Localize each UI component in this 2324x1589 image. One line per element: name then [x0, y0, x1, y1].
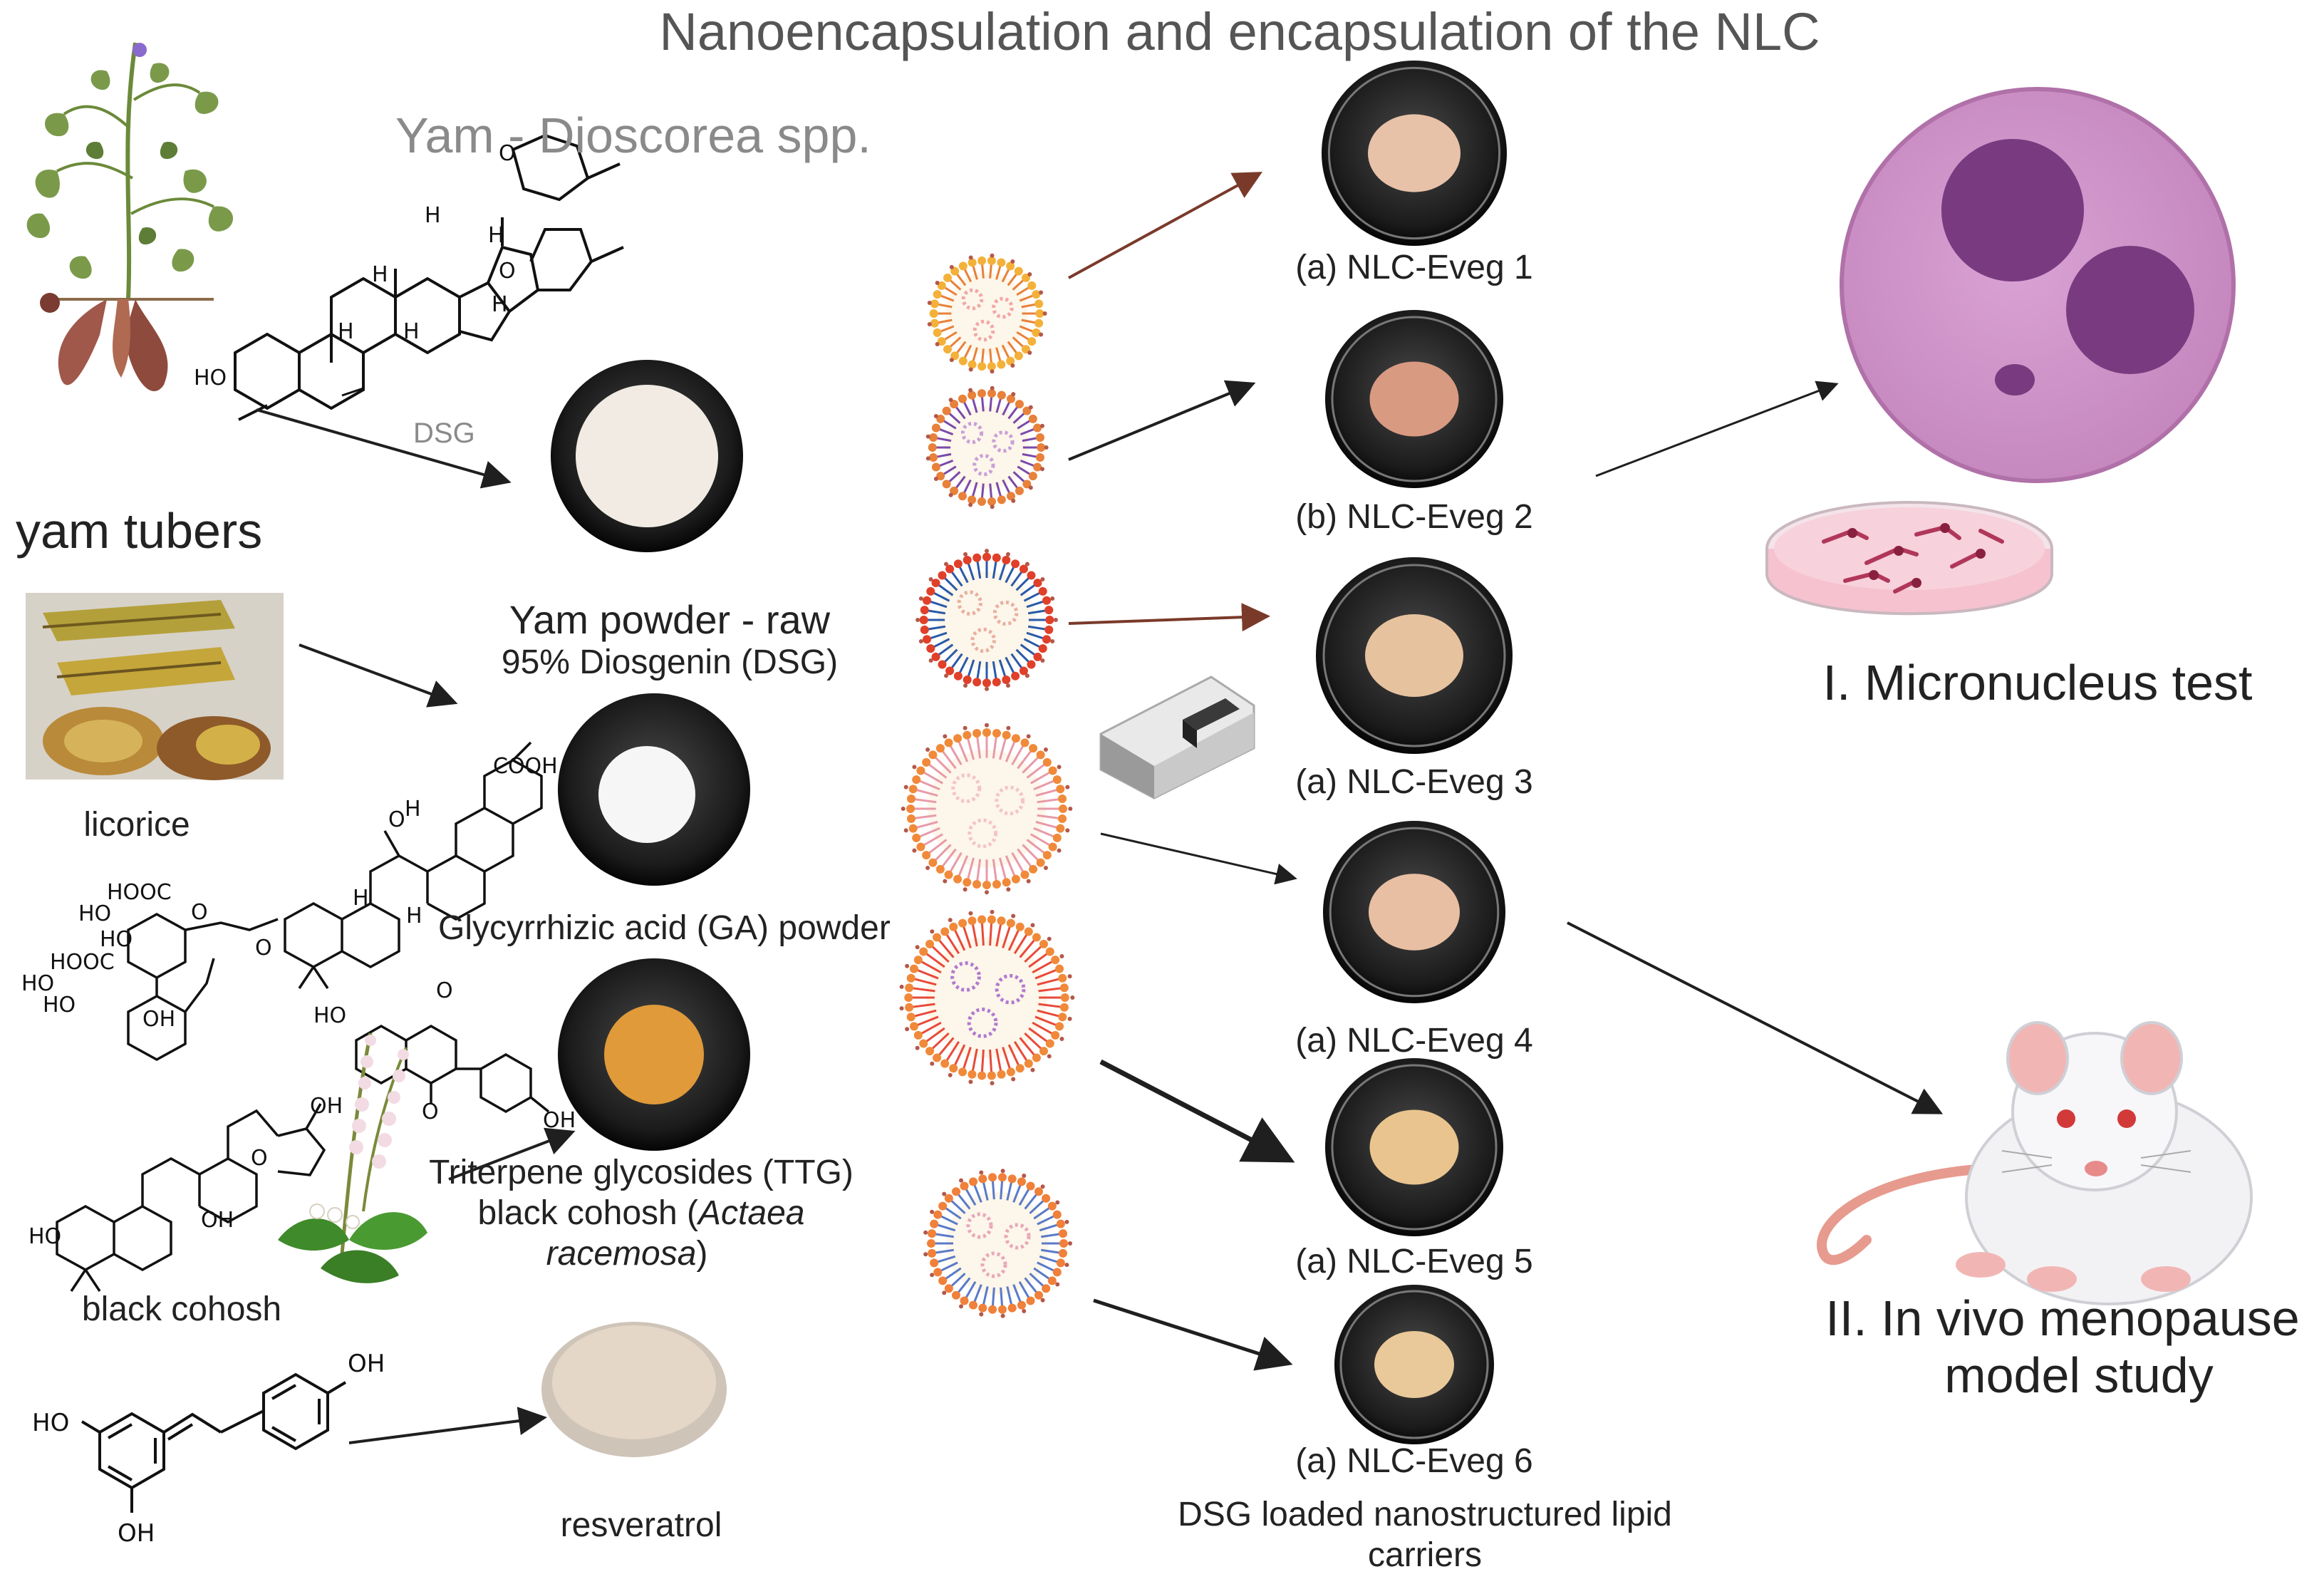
- licorice-label: licorice: [83, 806, 190, 844]
- ttg-powder-dish: [558, 958, 750, 1151]
- in-vivo-label-line2: model study: [1944, 1347, 2214, 1403]
- black-cohosh-label: black cohosh: [81, 1290, 282, 1328]
- formulation-label-1: (a) NLC-Eveg 1: [1295, 249, 1533, 286]
- glycyrrhizic-acid-structure: [127, 741, 543, 1061]
- resveratrol-structure: [81, 1372, 347, 1513]
- black-cohosh-structure: [56, 1103, 326, 1292]
- black-cohosh-plant-illustration: [278, 1032, 427, 1283]
- isoflavone-structure: [355, 1024, 550, 1114]
- yam-tubers-label: yam tubers: [16, 503, 263, 559]
- svg-text:HO: HO: [100, 927, 133, 952]
- svg-text:O: O: [499, 259, 516, 284]
- svg-text:OH: OH: [142, 1007, 175, 1032]
- svg-text:HO: HO: [78, 901, 111, 926]
- nlc-particle-2: [925, 385, 1049, 509]
- svg-text:O: O: [255, 936, 272, 961]
- diosgenin-structure: [234, 217, 624, 421]
- svg-text:O: O: [388, 807, 405, 832]
- svg-text:OH: OH: [310, 1094, 343, 1119]
- formulation-label-2: (b) NLC-Eveg 2: [1295, 498, 1533, 536]
- svg-text:O: O: [436, 978, 453, 1003]
- nlc-particle-1: [927, 253, 1047, 374]
- in-vivo-label-line1: II. In vivo menopause: [1825, 1290, 2300, 1346]
- nlc-particle-5: [899, 909, 1075, 1086]
- nlc-footer-line2: carriers: [1367, 1536, 1483, 1574]
- middle-arrows: [1068, 172, 1297, 1371]
- svg-text:HOOC: HOOC: [50, 950, 115, 975]
- micronucleus-cell: [1840, 87, 2236, 483]
- ttg-source-label-line2: racemosa): [546, 1235, 708, 1273]
- nlc-particle-6: [923, 1169, 1072, 1318]
- micronucleus-test-label: I. Micronucleus test: [1822, 655, 2253, 710]
- resveratrol-label: resveratrol: [560, 1506, 722, 1544]
- svg-text:H: H: [353, 886, 369, 911]
- svg-text:COOH: COOH: [493, 754, 558, 779]
- ttg-label: Triterpene glycosides (TTG): [429, 1154, 854, 1191]
- ga-powder-dish: [558, 693, 750, 886]
- svg-text:O: O: [251, 1146, 268, 1171]
- svg-text:H: H: [403, 319, 420, 344]
- diagram-title: Nanoencapsulation and encapsulation of t…: [659, 2, 1820, 61]
- formulation-label-3: (a) NLC-Eveg 3: [1295, 763, 1533, 801]
- yam-plant-illustration: [26, 42, 233, 392]
- dsg-arrow-label: DSG: [413, 418, 475, 449]
- svg-text:H: H: [406, 904, 422, 928]
- formulation-label-6: (a) NLC-Eveg 6: [1295, 1442, 1533, 1480]
- yam-species-label: Yam - Dioscorea spp.: [395, 108, 871, 163]
- svg-text:OH: OH: [543, 1108, 576, 1133]
- dsg-purity-label: 95% Diosgenin (DSG): [501, 643, 839, 681]
- dsg-powder-dish: [551, 360, 743, 552]
- resveratrol-powder-dish: [541, 1322, 727, 1457]
- petri-dish-cells: [1765, 501, 2053, 616]
- outcome-arrows: [1567, 381, 1944, 1114]
- svg-text:HOOC: HOOC: [107, 880, 172, 905]
- nlc-particle-4: [901, 723, 1073, 895]
- yam-powder-label: Yam powder - raw: [509, 597, 831, 642]
- svg-text:HO: HO: [21, 971, 54, 996]
- nlc-footer-line1: DSG loaded nanostructured lipid: [1178, 1496, 1672, 1533]
- licorice-photo: [26, 593, 284, 780]
- particle-analyzer-device: [1099, 676, 1255, 799]
- svg-text:OH: OH: [201, 1208, 234, 1233]
- svg-text:O: O: [499, 141, 516, 166]
- svg-text:O: O: [422, 1099, 439, 1124]
- formulation-dish-5: [1325, 1058, 1503, 1236]
- svg-text:O: O: [191, 900, 208, 925]
- ga-powder-label: Glycyrrhizic acid (GA) powder: [438, 909, 891, 947]
- svg-text:H: H: [492, 292, 508, 317]
- svg-text:HO: HO: [313, 1003, 346, 1028]
- diosgenin-atom-labels: HO H H H H H O O H: [194, 141, 516, 390]
- diosgenin-spiro-ring: [511, 133, 621, 202]
- svg-text:H: H: [338, 319, 354, 344]
- glycyrrhizic-acid-atom-labels: COOH O H H H HOOC HO HO O HOOC HO HO OH …: [21, 754, 558, 1032]
- formulation-label-4: (a) NLC-Eveg 4: [1295, 1022, 1533, 1060]
- svg-text:H: H: [425, 203, 441, 228]
- formulation-dish-4: [1323, 821, 1505, 1003]
- formulation-dishes: [1316, 61, 1513, 1444]
- svg-text:OH: OH: [348, 1350, 385, 1378]
- formulation-dish-2: [1325, 310, 1503, 488]
- nlc-particles: [899, 253, 1075, 1318]
- formulation-label-5: (a) NLC-Eveg 5: [1295, 1243, 1533, 1280]
- formulation-dish-1: [1322, 61, 1507, 246]
- nlc-particle-3: [915, 549, 1058, 691]
- svg-text:H: H: [372, 262, 388, 287]
- svg-text:HO: HO: [28, 1224, 61, 1249]
- formulation-dish-3: [1316, 557, 1513, 754]
- svg-text:OH: OH: [118, 1519, 155, 1548]
- formulation-dish-6: [1334, 1285, 1494, 1444]
- left-arrows: [256, 408, 576, 1444]
- svg-text:HO: HO: [32, 1409, 69, 1437]
- ttg-source-label-line1: black cohosh (Actaea: [477, 1194, 805, 1232]
- svg-text:HO: HO: [43, 993, 76, 1018]
- svg-text:H: H: [405, 797, 421, 822]
- svg-text:H: H: [488, 223, 504, 248]
- svg-text:HO: HO: [194, 366, 227, 390]
- rat-illustration: [1817, 1021, 2253, 1305]
- resveratrol-atom-labels: OH HO OH: [32, 1350, 385, 1548]
